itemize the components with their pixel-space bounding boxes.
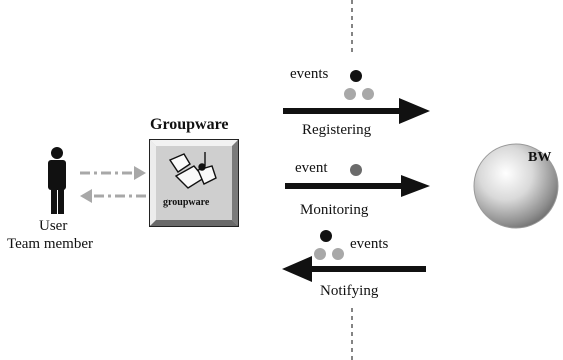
- groupware-icon-text: groupware: [163, 197, 210, 208]
- monitoring-event-dot: [350, 164, 362, 176]
- registering-label: Registering: [302, 122, 372, 138]
- registering-arrow: [283, 98, 430, 124]
- user-icon: [48, 147, 66, 214]
- notifying-annotation: events: [350, 236, 389, 252]
- groupware-title: Groupware: [150, 116, 229, 133]
- handshake-icon: [168, 152, 217, 189]
- notifying-label: Notifying: [320, 283, 379, 299]
- user-label-line1: User: [39, 218, 68, 234]
- user-label-line2: Team member: [7, 236, 93, 252]
- registering-annotation: events: [290, 66, 329, 82]
- notifying-arrow: [282, 256, 426, 282]
- bw-sphere: [473, 143, 559, 229]
- notifying-event-dots: [314, 230, 344, 260]
- registering-event-dots: [344, 70, 374, 100]
- monitoring-label: Monitoring: [300, 202, 369, 218]
- monitoring-annotation: event: [295, 160, 328, 176]
- groupware-to-user-arrow: [80, 189, 146, 203]
- user-to-groupware-arrow: [80, 166, 146, 180]
- groupware-box: [149, 139, 239, 227]
- bw-label: BW: [528, 150, 552, 165]
- monitoring-arrow: [285, 175, 430, 197]
